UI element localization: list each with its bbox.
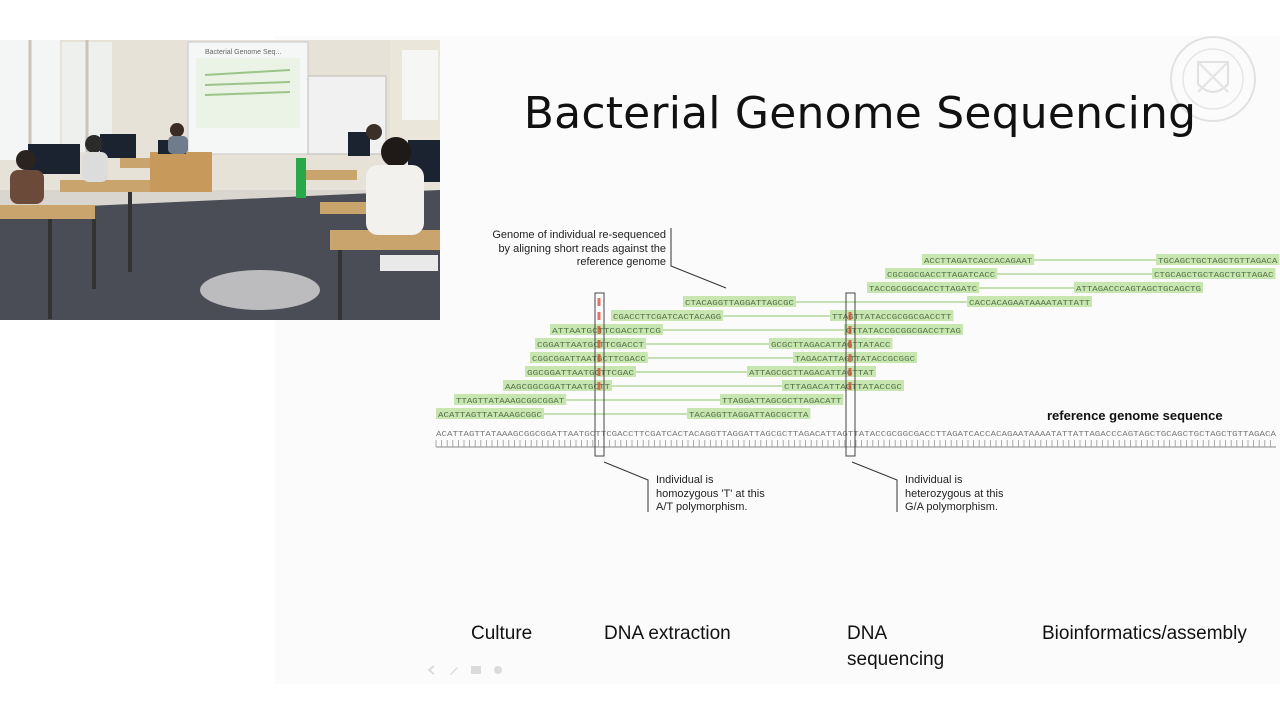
callout-leader-homozygous [603, 461, 649, 512]
previous-icon[interactable] [426, 664, 438, 676]
callout-line: by aligning short reads against the [498, 242, 666, 255]
more-options-icon[interactable] [492, 664, 504, 676]
step-culture: Culture [471, 623, 533, 644]
alignment-diagram: ACCTTAGATCACCACAGAAT TGCAGCTGCTAGCTGTTAGA… [435, 228, 1280, 512]
read-text: GCGCTTAGACATTAGTTATACC [771, 342, 891, 350]
read-text: TTAGGATTAGCGCTTAGACATT [722, 398, 842, 406]
reference-sequence: ACATTAGTTATAAAGCGGCGGATTAATGCTTCGACCTTCG… [435, 431, 1277, 448]
read-segment: GTTATACCGCGGCGACCTTAG [844, 324, 963, 336]
snp-mark [848, 368, 852, 376]
callout-line: Individual is [905, 474, 963, 486]
snp-box-homozygous [594, 292, 605, 457]
snp-mark [848, 354, 852, 362]
read-segment: TACCGCGGCGACCTTAGATC [867, 282, 980, 294]
alignment-callout: Genome of individual re-sequenced by ali… [480, 229, 666, 270]
callout-line: reference genome [576, 256, 666, 268]
read-segment: CTGCAGCTGCTAGCTGTTAGAC [1152, 268, 1276, 280]
step-dna-sequencing: DNA sequencing [847, 623, 945, 670]
callout-leader-top [670, 228, 727, 289]
snp-mark [848, 326, 852, 334]
read-segment: ACCTTAGATCACCACAGAAT [922, 254, 1035, 266]
read-segment: TTAGGATTAGCGCTTAGACATT [720, 394, 844, 406]
read-text: CGGATTAATGCTTCGACCT [537, 342, 645, 350]
lecture-video-inset[interactable]: Bacterial Genome Seq... [0, 40, 440, 320]
read-segment: CTTAGACATTAGTTATACCGC [782, 380, 904, 392]
read-text: TACAGGTTAGGATTAGCGCTTA [689, 412, 809, 420]
callout-leader-heterozygous [851, 461, 898, 512]
snp-mark [597, 368, 601, 376]
snp-mark [597, 382, 601, 390]
reference-sequence-text: ACATTAGTTATAAAGCGGCGGATTAATGCTTCGACCTTCG… [436, 431, 1277, 439]
svg-text:Bacterial Genome Seq...: Bacterial Genome Seq... [205, 49, 281, 56]
snp-mark [848, 312, 852, 320]
step-dna-extraction: DNA extraction [604, 623, 731, 644]
slideshow-controls [426, 664, 516, 678]
read-text: CGACCTTCGATCACTACAGG [613, 314, 722, 322]
snp-mark [848, 340, 852, 348]
snp-mark [848, 382, 852, 390]
read-text: GTTATACCGCGGCGACCTTAG [846, 328, 962, 336]
heterozygous-callout: Individual is heterozygous at this G/A p… [905, 474, 1055, 515]
snp-mark [597, 326, 601, 334]
homozygous-callout: Individual is homozygous 'T' at this A/T… [656, 474, 806, 515]
read-segment: ATTAGCGCTTAGACATTAGTTAT [747, 366, 877, 378]
pen-icon[interactable] [448, 664, 460, 676]
slide-title: Bacterial Genome Sequencing [523, 88, 1197, 139]
read-segment: AAGCGGCGGATTAATGCTT [503, 380, 612, 392]
read-text: TACCGCGGCGACCTTAGATC [869, 286, 978, 294]
callout-line: Individual is [656, 474, 714, 486]
read-text: ATTAATGCTTCGACCTTCG [552, 328, 662, 336]
read-segment: CGGCGGATTAATGCTTCGACC [530, 352, 648, 364]
read-segment: CTACAGGTTAGGATTAGCGC [683, 296, 796, 308]
read-segment: CGCGGCGACCTTAGATCACC [885, 268, 998, 280]
read-text: GGCGGATTAATGCTTCGAC [527, 370, 635, 378]
read-segment: CGGATTAATGCTTCGACCT [535, 338, 646, 350]
snp-mark [597, 298, 601, 306]
slides-menu-icon[interactable] [470, 664, 482, 676]
read-text: CACCACAGAATAAAATATTATT [969, 300, 1091, 308]
snp-mark [597, 354, 601, 362]
read-text: TTAGTTATACCGCGGCGACCTT [832, 314, 952, 322]
read-segment: CGACCTTCGATCACTACAGG [611, 310, 724, 322]
read-segment: TGCAGCTGCTAGCTGTTAGACA [1156, 254, 1280, 266]
snp-mark [597, 312, 601, 320]
university-crest-icon [1170, 36, 1256, 122]
read-text: ACCTTAGATCACCACAGAAT [924, 258, 1033, 266]
callout-line: Genome of individual re-sequenced [492, 229, 666, 241]
read-segment: GGCGGATTAATGCTTCGAC [525, 366, 636, 378]
read-segment: CACCACAGAATAAAATATTATT [967, 296, 1092, 308]
callout-line: homozygous 'T' at this [656, 487, 765, 500]
read-text: ACATTAGTTATAAAGCGGC [438, 412, 543, 420]
read-segment: ATTAGACCCAGTAGCTGCAGCTG [1074, 282, 1204, 294]
callout-line: A/T polymorphism. [656, 501, 748, 513]
read-text: CTTAGACATTAGTTATACCGC [784, 384, 903, 392]
read-text: CGGCGGATTAATGCTTCGACC [532, 356, 646, 364]
read-segment: TTAGTTATAAAGCGGCGGAT [454, 394, 567, 406]
read-segment: TACAGGTTAGGATTAGCGCTTA [687, 408, 811, 420]
read-text: ATTAGCGCTTAGACATTAGTTAT [749, 370, 875, 378]
snp-box-heterozygous [845, 292, 856, 457]
read-text: CGCGGCGACCTTAGATCACC [887, 272, 996, 280]
read-text: CTACAGGTTAGGATTAGCGC [685, 300, 795, 308]
read-segment: ATTAATGCTTCGACCTTCG [550, 324, 663, 336]
read-segment: TTAGTTATACCGCGGCGACCTT [830, 310, 954, 322]
read-text: AAGCGGCGGATTAATGCTT [505, 384, 611, 392]
sequence-reads: ACCTTAGATCACCACAGAAT TGCAGCTGCTAGCTGTTAGA… [436, 254, 1280, 420]
snp-mark [597, 340, 601, 348]
read-text: ATTAGACCCAGTAGCTGCAGCTG [1076, 286, 1202, 294]
read-text: CTGCAGCTGCTAGCTGTTAGAC [1154, 272, 1274, 280]
callout-line: heterozygous at this [905, 487, 1004, 500]
read-segment: ACATTAGTTATAAAGCGGC [436, 408, 544, 420]
reference-genome-label: reference genome sequence [1047, 408, 1223, 423]
slide-area [275, 36, 1280, 684]
step-bioinformatics: Bioinformatics/assembly [1042, 623, 1247, 644]
lecture-room-image: Bacterial Genome Seq... [0, 40, 440, 320]
read-segment: GCGCTTAGACATTAGTTATACC [769, 338, 893, 350]
read-text: TTAGTTATAAAGCGGCGGAT [456, 398, 565, 406]
read-text: TGCAGCTGCTAGCTGTTAGACA [1158, 258, 1278, 266]
callout-line: G/A polymorphism. [905, 501, 998, 513]
